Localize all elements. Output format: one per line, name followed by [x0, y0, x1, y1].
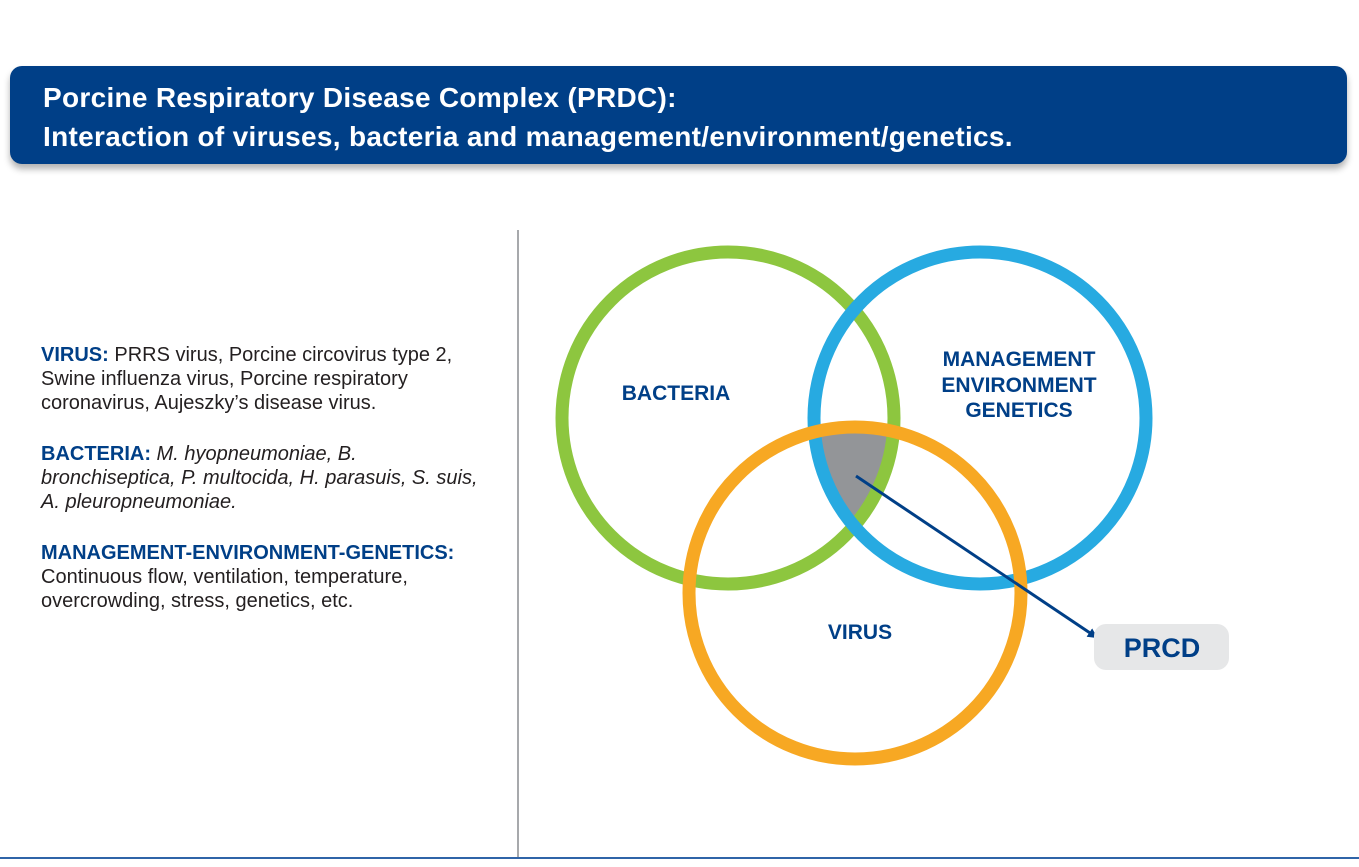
arrow	[855, 474, 1098, 639]
legend-bacteria-term: BACTERIA:	[41, 443, 151, 465]
virus-label: VIRUS	[828, 621, 892, 644]
legend-management-text: Continuous flow, ventilation, temperatur…	[41, 566, 408, 612]
prcd-label: PRCD	[1124, 633, 1201, 663]
title-line-1: Porcine Respiratory Disease Complex (PRD…	[43, 82, 677, 113]
title-line-2: Interaction of viruses, bacteria and man…	[43, 121, 1013, 152]
legend-virus: VIRUS: PRRS virus, Porcine circovirus ty…	[41, 343, 481, 415]
bottom-divider	[0, 857, 1359, 859]
genetics-label: GENETICS	[965, 399, 1072, 422]
management-label: MANAGEMENT	[943, 348, 1096, 371]
title-banner: Porcine Respiratory Disease Complex (PRD…	[10, 66, 1347, 164]
legend-virus-term: VIRUS:	[41, 344, 109, 366]
legend-management-term: MANAGEMENT-ENVIRONMENT-GENETICS:	[41, 542, 455, 564]
legend-bacteria: BACTERIA: M. hyopneumoniae, B. bronchise…	[41, 442, 481, 514]
prcd-box	[1094, 624, 1229, 670]
bacteria-circle	[555, 245, 901, 591]
management-circle	[807, 245, 1153, 591]
vertical-divider	[517, 230, 519, 858]
bacteria-label: BACTERIA	[622, 382, 731, 405]
legend-bacteria-text: M. hyopneumoniae, B. bronchiseptica, P. …	[41, 443, 478, 513]
environment-label: ENVIRONMENT	[941, 374, 1096, 397]
legend-management: MANAGEMENT-ENVIRONMENT-GENETICS: Continu…	[41, 541, 481, 613]
legend-virus-text: PRRS virus, Porcine circovirus type 2, S…	[41, 344, 453, 414]
virus-circle	[682, 420, 1028, 766]
legend: VIRUS: PRRS virus, Porcine circovirus ty…	[41, 343, 481, 640]
